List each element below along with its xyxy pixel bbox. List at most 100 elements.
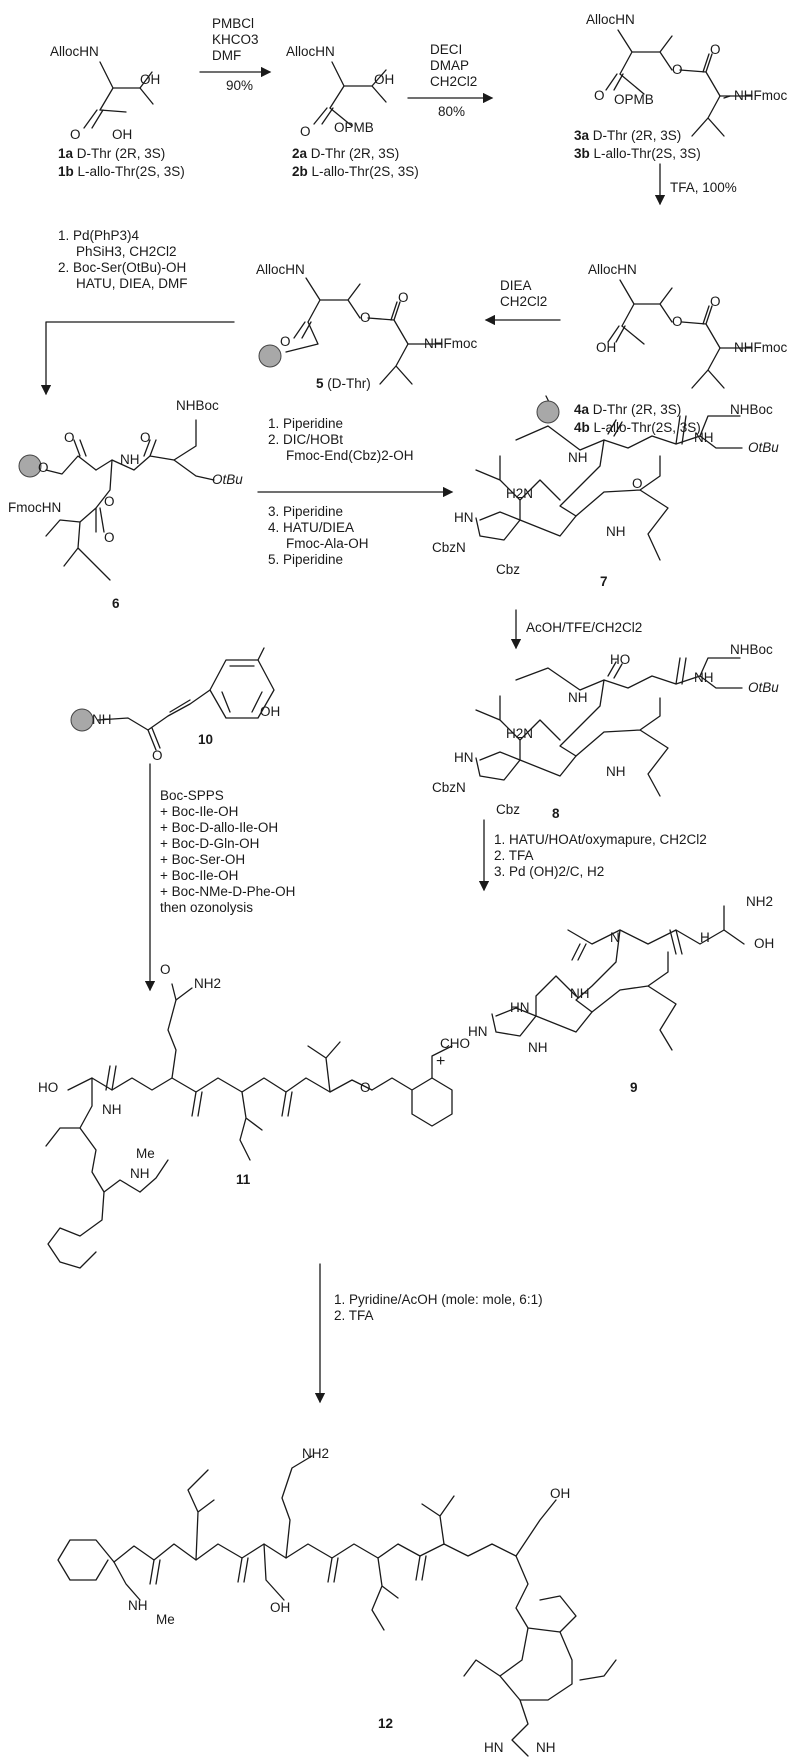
r8-line-7: + Boc-NMe-D-Phe-OH bbox=[160, 884, 296, 899]
r8-line-8: then ozonolysis bbox=[160, 900, 254, 915]
r6-line-2: 2. DIC/HOBt bbox=[268, 432, 344, 447]
compound-3-o: O bbox=[594, 88, 605, 103]
compound-11-structure bbox=[45, 983, 453, 1269]
compound-6-nh: NH bbox=[120, 452, 140, 467]
compound-3a-number: 3a bbox=[574, 128, 590, 143]
compound-9-number: 9 bbox=[630, 1080, 638, 1095]
compound-6-number: 6 bbox=[112, 596, 120, 611]
compound-2-opmb: OPMB bbox=[334, 120, 374, 135]
r6-line-1: 1. Piperidine bbox=[268, 416, 344, 431]
r8-line-6: + Boc-Ile-OH bbox=[160, 868, 239, 883]
compound-6-o3: O bbox=[38, 460, 49, 475]
compound-9-hn2: HN bbox=[468, 1024, 488, 1039]
reaction-3-conditions: TFA, 100% bbox=[670, 180, 737, 195]
compound-3-opmb: OPMB bbox=[614, 92, 654, 107]
compound-8-cbz: Cbz bbox=[496, 802, 521, 817]
compound-3-structure bbox=[605, 29, 753, 137]
compound-8-hn: HN bbox=[454, 750, 474, 765]
compound-11-o2: O bbox=[360, 1080, 371, 1095]
reaction-7-conditions: AcOH/TFE/CH2Cl2 bbox=[526, 620, 643, 635]
compound-7-cbzn: CbzN bbox=[432, 540, 466, 555]
compound-1b-desc: L-allo-Thr(2S, 3S) bbox=[73, 164, 185, 179]
r6-line-3: Fmoc-End(Cbz)2-OH bbox=[286, 448, 414, 463]
compound-7-otbu: OtBu bbox=[748, 440, 779, 455]
compound-3a-desc: D-Thr (2R, 3S) bbox=[589, 128, 682, 143]
r4-reagent-2: CH2Cl2 bbox=[500, 294, 548, 309]
compound-12-nh3: NH bbox=[536, 1740, 556, 1755]
r8-line-3: + Boc-D-allo-Ile-OH bbox=[160, 820, 279, 835]
compound-8-nh2: NH bbox=[568, 690, 588, 705]
compound-10-structure bbox=[97, 647, 275, 751]
compound-4b-number: 4b bbox=[574, 420, 590, 435]
compound-6-nhboc: NHBoc bbox=[176, 398, 219, 413]
compound-8-nhboc: NHBoc bbox=[730, 642, 773, 657]
r6-line-6: Fmoc-Ala-OH bbox=[286, 536, 369, 551]
resin-bead-10 bbox=[70, 708, 94, 732]
compound-8-h2n: H2N bbox=[506, 726, 534, 741]
compound-7-nh: NH bbox=[694, 430, 714, 445]
compound-1-oh2: OH bbox=[112, 127, 133, 142]
r10-line-2: 2. TFA bbox=[334, 1308, 374, 1323]
compound-9-n: N bbox=[610, 930, 620, 945]
compound-7-nhboc: NHBoc bbox=[730, 402, 773, 417]
compound-7-nh2: NH bbox=[568, 450, 588, 465]
r1-yield: 90% bbox=[226, 78, 254, 93]
compound-2b-number: 2b bbox=[292, 164, 308, 179]
compound-1-allochn: AllocHN bbox=[50, 44, 99, 59]
compound-7-number: 7 bbox=[600, 574, 608, 589]
compound-1a-desc: D-Thr (2R, 3S) bbox=[73, 146, 166, 161]
compound-8-number: 8 bbox=[552, 806, 560, 821]
compound-5-desc: (D-Thr) bbox=[327, 376, 371, 391]
compound-11-me: Me bbox=[136, 1146, 155, 1161]
compound-5-nhfmoc: NHFmoc bbox=[424, 336, 478, 351]
compound-8-nh: NH bbox=[694, 670, 714, 685]
compound-4b-desc: L-allo-Thr(2S, 3S) bbox=[589, 420, 701, 435]
compound-7-h2n: H2N bbox=[506, 486, 534, 501]
r9-line-1: 1. HATU/HOAt/oxymapure, CH2Cl2 bbox=[494, 832, 707, 847]
compound-3b-desc: L-allo-Thr(2S, 3S) bbox=[589, 146, 701, 161]
r6-line-5: 4. HATU/DIEA bbox=[268, 520, 355, 535]
compound-9-nh3: NH bbox=[528, 1040, 548, 1055]
compound-9-nh2: NH2 bbox=[746, 894, 774, 909]
compound-5-o: O bbox=[280, 334, 291, 349]
compound-7-cbz: Cbz bbox=[496, 562, 521, 577]
compound-5-allochn: AllocHN bbox=[256, 262, 305, 277]
compound-8-nh3: NH bbox=[606, 764, 626, 779]
compound-4-nhfmoc: NHFmoc bbox=[734, 340, 788, 355]
compound-11-nh2: NH2 bbox=[194, 976, 222, 991]
r2-reagent-3: CH2Cl2 bbox=[430, 74, 478, 89]
compound-6-structure bbox=[45, 419, 215, 581]
r8-line-4: + Boc-D-Gln-OH bbox=[160, 836, 260, 851]
compound-12-number: 12 bbox=[378, 1716, 394, 1731]
compound-9-oh: OH bbox=[754, 936, 775, 951]
compound-8-structure bbox=[475, 657, 743, 797]
compound-12-structure bbox=[57, 1455, 617, 1757]
compound-11-nh3: NH bbox=[130, 1166, 150, 1181]
compound-4-allochn: AllocHN bbox=[588, 262, 637, 277]
r2-yield: 80% bbox=[438, 104, 466, 119]
compound-9-hn: HN bbox=[510, 1000, 530, 1015]
r6-line-4: 3. Piperidine bbox=[268, 504, 344, 519]
compound-11-number: 11 bbox=[236, 1172, 251, 1187]
compound-4a-number: 4a bbox=[574, 402, 590, 417]
r2-reagent-1: DECI bbox=[430, 42, 463, 57]
r5-line-1: 1. Pd(PhP3)4 bbox=[58, 228, 140, 243]
compound-10-nh: NH bbox=[92, 712, 112, 727]
compound-1-o: O bbox=[70, 127, 81, 142]
compound-2-oh: OH bbox=[374, 72, 395, 87]
compound-6-fmochn: FmocHN bbox=[8, 500, 62, 515]
compound-4-o: O bbox=[672, 314, 683, 329]
compound-12-me: Me bbox=[156, 1612, 175, 1627]
r1-reagent-1: PMBCl bbox=[212, 16, 255, 31]
compound-3b-number: 3b bbox=[574, 146, 590, 161]
compound-2-allochn: AllocHN bbox=[286, 44, 335, 59]
compound-7-hn: HN bbox=[454, 510, 474, 525]
compound-4-structure bbox=[607, 279, 753, 389]
compound-8-cbzn: CbzN bbox=[432, 780, 466, 795]
compound-9-nh: NH bbox=[570, 986, 590, 1001]
compound-5-o3: O bbox=[398, 290, 409, 305]
compound-7-structure bbox=[475, 395, 743, 561]
compound-11-o: O bbox=[160, 962, 171, 977]
compound-12-oh2: OH bbox=[270, 1600, 291, 1615]
